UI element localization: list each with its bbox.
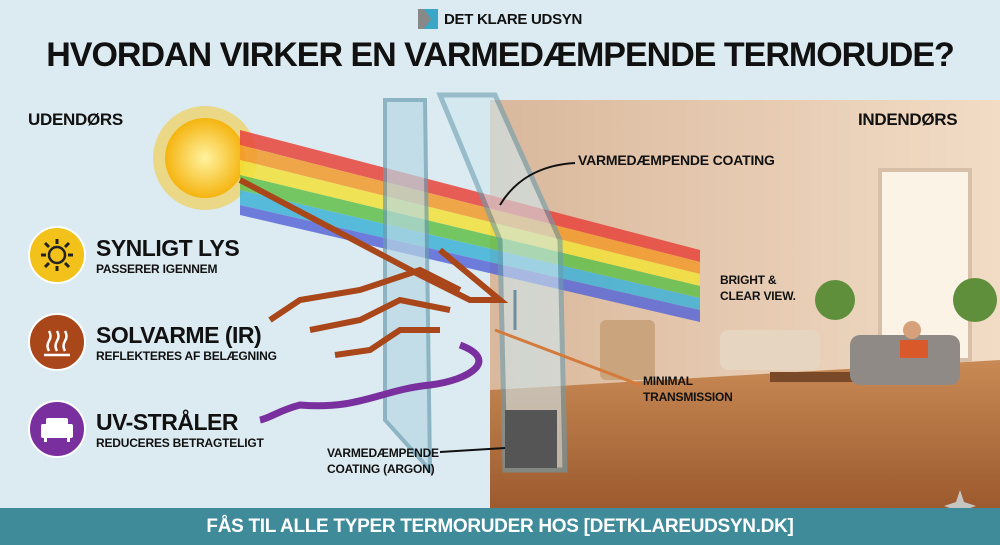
- sun-icon: [28, 226, 86, 284]
- bright-view-label: BRIGHT &CLEAR VIEW.: [720, 273, 796, 303]
- indoor-label: INDENDØRS: [858, 110, 958, 129]
- coating-pointer-arrow: [499, 162, 576, 206]
- k-logo-icon: [418, 9, 438, 29]
- footer-cta: FÅS TIL ALLE TYPER TERMORUDER HOS [DETKL…: [206, 516, 794, 537]
- sofa-icon: [28, 400, 86, 458]
- sparkle-icon: [944, 490, 976, 522]
- footer-banner: FÅS TIL ALLE TYPER TERMORUDER HOS [DETKL…: [0, 508, 1000, 545]
- uv-ray-arrow: [259, 341, 483, 424]
- brand-name: DET KLARE UDSYN: [444, 10, 583, 28]
- infrared-reflection-arrows: [238, 177, 641, 387]
- page-title: HVORDAN VIRKER EN VARMEDÆMPENDE TERMORUD…: [46, 36, 955, 74]
- legend-item-solar-heat: SOLVARME (IR)REFLEKTERES AF BELÆGNING: [28, 313, 277, 371]
- double-glazed-window: [383, 92, 568, 476]
- visible-light-beam: [240, 130, 700, 322]
- living-room-scene: [490, 100, 1000, 508]
- outdoor-label: UDENDØRS: [28, 110, 123, 129]
- coating-label: VARMEDÆMPENDE COATING: [578, 152, 775, 168]
- argon-pointer-arrow: [439, 447, 506, 453]
- brand: DET KLARE UDSYN: [418, 9, 582, 29]
- heat-icon: [28, 313, 86, 371]
- sun-illustration: [153, 106, 257, 210]
